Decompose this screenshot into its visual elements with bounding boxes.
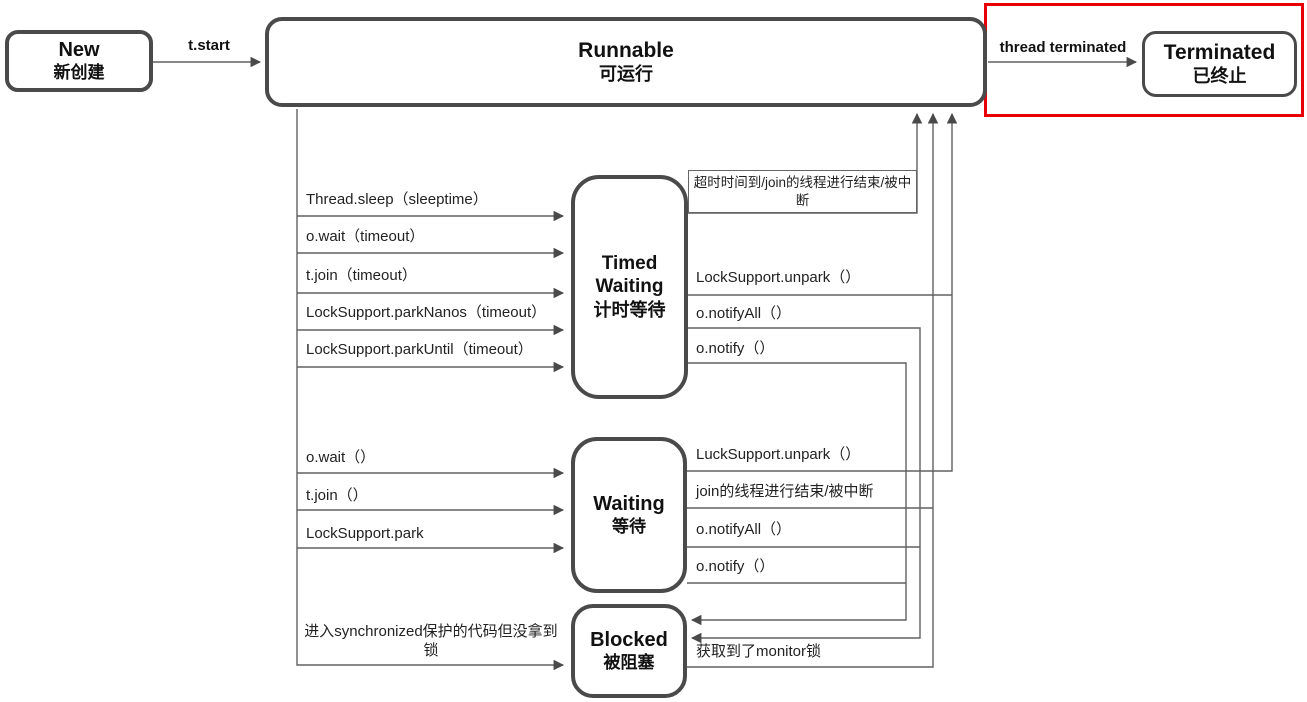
state-node-timed-waiting: Timed Waiting 计时等待 — [571, 175, 688, 399]
node-title: Terminated — [1163, 41, 1276, 65]
edge-notifyall-down — [687, 327, 921, 644]
edge-label-parknanos: LockSupport.parkNanos（timeout） — [306, 304, 547, 321]
node-title: New — [58, 39, 100, 62]
edge-notify-down — [687, 362, 907, 626]
edge-runnable-blocked — [296, 109, 565, 671]
state-node-blocked: Blocked 被阻塞 — [571, 604, 687, 698]
node-subtitle: 等待 — [612, 517, 646, 537]
node-subtitle: 计时等待 — [593, 299, 666, 320]
edge-unpark-up — [687, 112, 958, 472]
node-title: Runnable — [578, 39, 674, 63]
node-subtitle: 被阻塞 — [603, 653, 655, 673]
edge-label-tw-notifyall: o.notifyAll（） — [696, 305, 792, 322]
node-subtitle: 可运行 — [599, 64, 653, 85]
edge-label-parkuntil: LockSupport.parkUntil（timeout） — [306, 341, 533, 358]
edge-label-tw-unpark: LockSupport.unpark（） — [696, 269, 861, 286]
edge-label-tjoin: t.join（） — [306, 487, 368, 504]
edge-label-t-start: t.start — [188, 37, 230, 54]
edge-label-thread-sleep: Thread.sleep（sleeptime） — [306, 191, 488, 208]
edge-label-w-notify: o.notify（） — [696, 558, 775, 575]
edge-label-w-unpark: LuckSupport.unpark（） — [696, 446, 861, 463]
edge-label-monitor-lock: 获取到了monitor锁 — [696, 643, 822, 660]
state-node-terminated: Terminated 已终止 — [1142, 31, 1297, 97]
edge-label-lockpark: LockSupport.park — [306, 525, 424, 542]
edge-label-owait: o.wait（） — [306, 449, 376, 466]
state-node-waiting: Waiting 等待 — [571, 437, 687, 593]
state-node-runnable: Runnable 可运行 — [265, 17, 987, 107]
edge-label-timeout-end: 超时时间到/join的线程进行结束/被中断 — [688, 170, 917, 213]
node-title: Waiting — [593, 493, 665, 516]
edge-label-w-join-end: join的线程进行结束/被中断 — [696, 483, 874, 500]
node-subtitle: 已终止 — [1192, 66, 1247, 87]
edge-label-owait-timeout: o.wait（timeout） — [306, 228, 425, 245]
node-title: Blocked — [590, 629, 668, 652]
edge-label-w-notifyall: o.notifyAll（） — [696, 521, 792, 538]
edge-timeout-up — [687, 112, 923, 214]
node-subtitle: 新创建 — [53, 63, 105, 83]
edge-label-synchronized: 进入synchronized保护的代码但没拿到锁 — [304, 623, 558, 659]
state-node-new: New 新创建 — [5, 30, 153, 92]
edge-label-thread-terminated: thread terminated — [999, 39, 1127, 56]
edge-label-tjoin-timeout: t.join（timeout） — [306, 267, 417, 284]
edge-monitor-up — [687, 112, 939, 668]
node-title: Timed Waiting — [595, 252, 664, 297]
edge-label-tw-notify: o.notify（） — [696, 340, 775, 357]
